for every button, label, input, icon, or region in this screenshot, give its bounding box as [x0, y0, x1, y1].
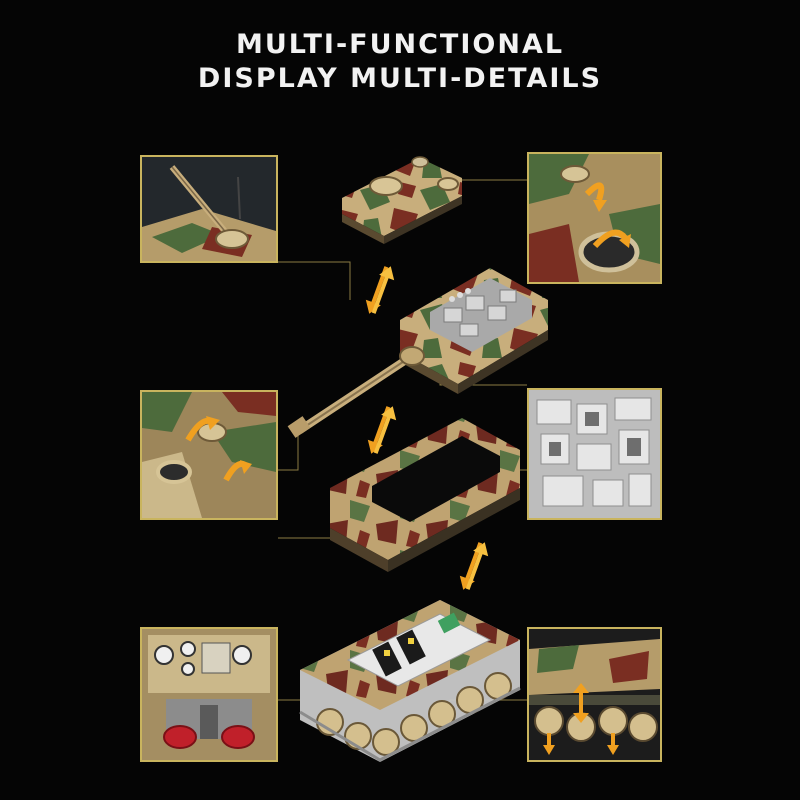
- detail-frame-suspension: [527, 627, 662, 762]
- curved-arrow-icon: [185, 416, 252, 482]
- detail-frame-cockpit: [140, 627, 278, 762]
- detail-frame-gun-turret: [140, 155, 278, 263]
- turret-roof-plate: [342, 156, 462, 244]
- detail-frame-rotating-hatches: [140, 390, 278, 520]
- lower-hull-chassis: [299, 600, 521, 762]
- double-arrow-icon: [365, 266, 489, 590]
- detail-frame-interior: [527, 388, 662, 520]
- detail-frame-hatch: [527, 152, 662, 284]
- upper-hull: [330, 418, 520, 572]
- superstructure: [287, 268, 548, 438]
- headline-line-2: DISPLAY MULTI-DETAILS: [197, 63, 603, 94]
- headline-line-1: MULTI-FUNCTIONAL: [235, 29, 565, 60]
- headline: MULTI-FUNCTIONAL DISPLAY MULTI-DETAILS: [0, 28, 800, 96]
- curved-arrow-icon: [584, 182, 631, 249]
- double-arrow-icon: [543, 683, 619, 755]
